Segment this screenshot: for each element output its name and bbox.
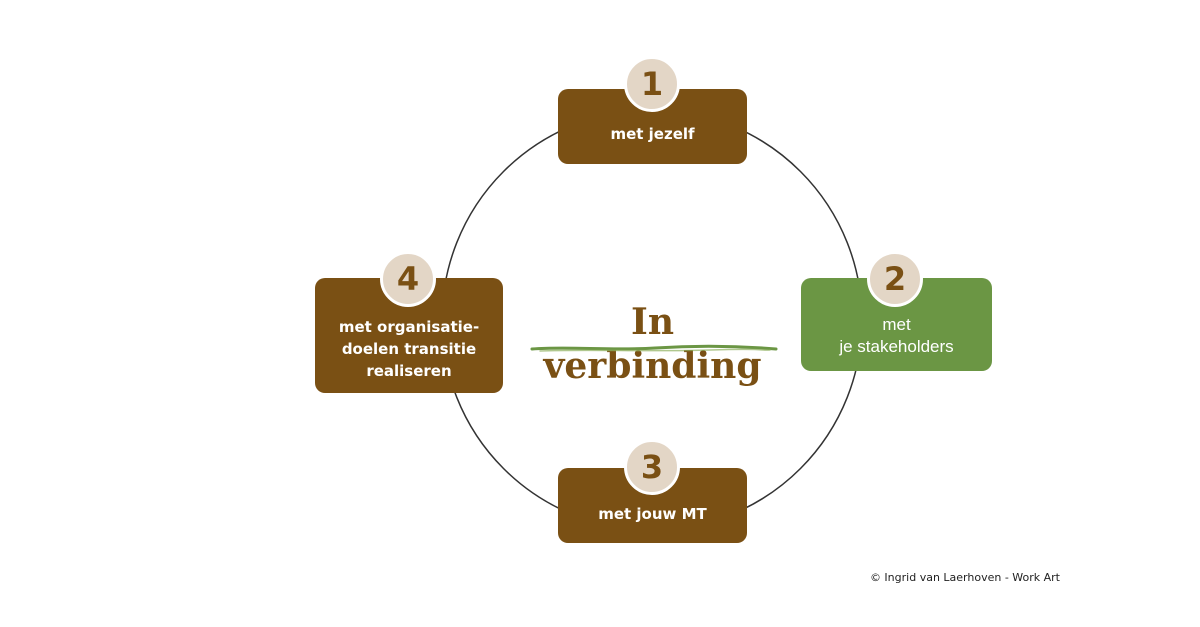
badge-4-number: 4 xyxy=(396,260,420,298)
badge-3: 3 xyxy=(624,439,680,495)
node-1-label: met jezelf xyxy=(610,124,695,143)
badge-4: 4 xyxy=(380,251,436,307)
badge-2-number: 2 xyxy=(883,260,907,298)
node-4-label: met organisatie- doelen transitie realis… xyxy=(338,317,480,380)
badge-1: 1 xyxy=(624,56,680,112)
badge-1-number: 1 xyxy=(640,65,664,103)
node-2-label: met je stakeholders xyxy=(839,314,954,356)
copyright-credit: © Ingrid van Laerhoven - Work Art xyxy=(869,571,1060,584)
center-title: In verbinding xyxy=(543,301,762,387)
badge-2: 2 xyxy=(867,251,923,307)
title-underline xyxy=(530,344,778,352)
badge-3-number: 3 xyxy=(640,448,664,486)
node-3-label: met jouw MT xyxy=(598,504,707,523)
